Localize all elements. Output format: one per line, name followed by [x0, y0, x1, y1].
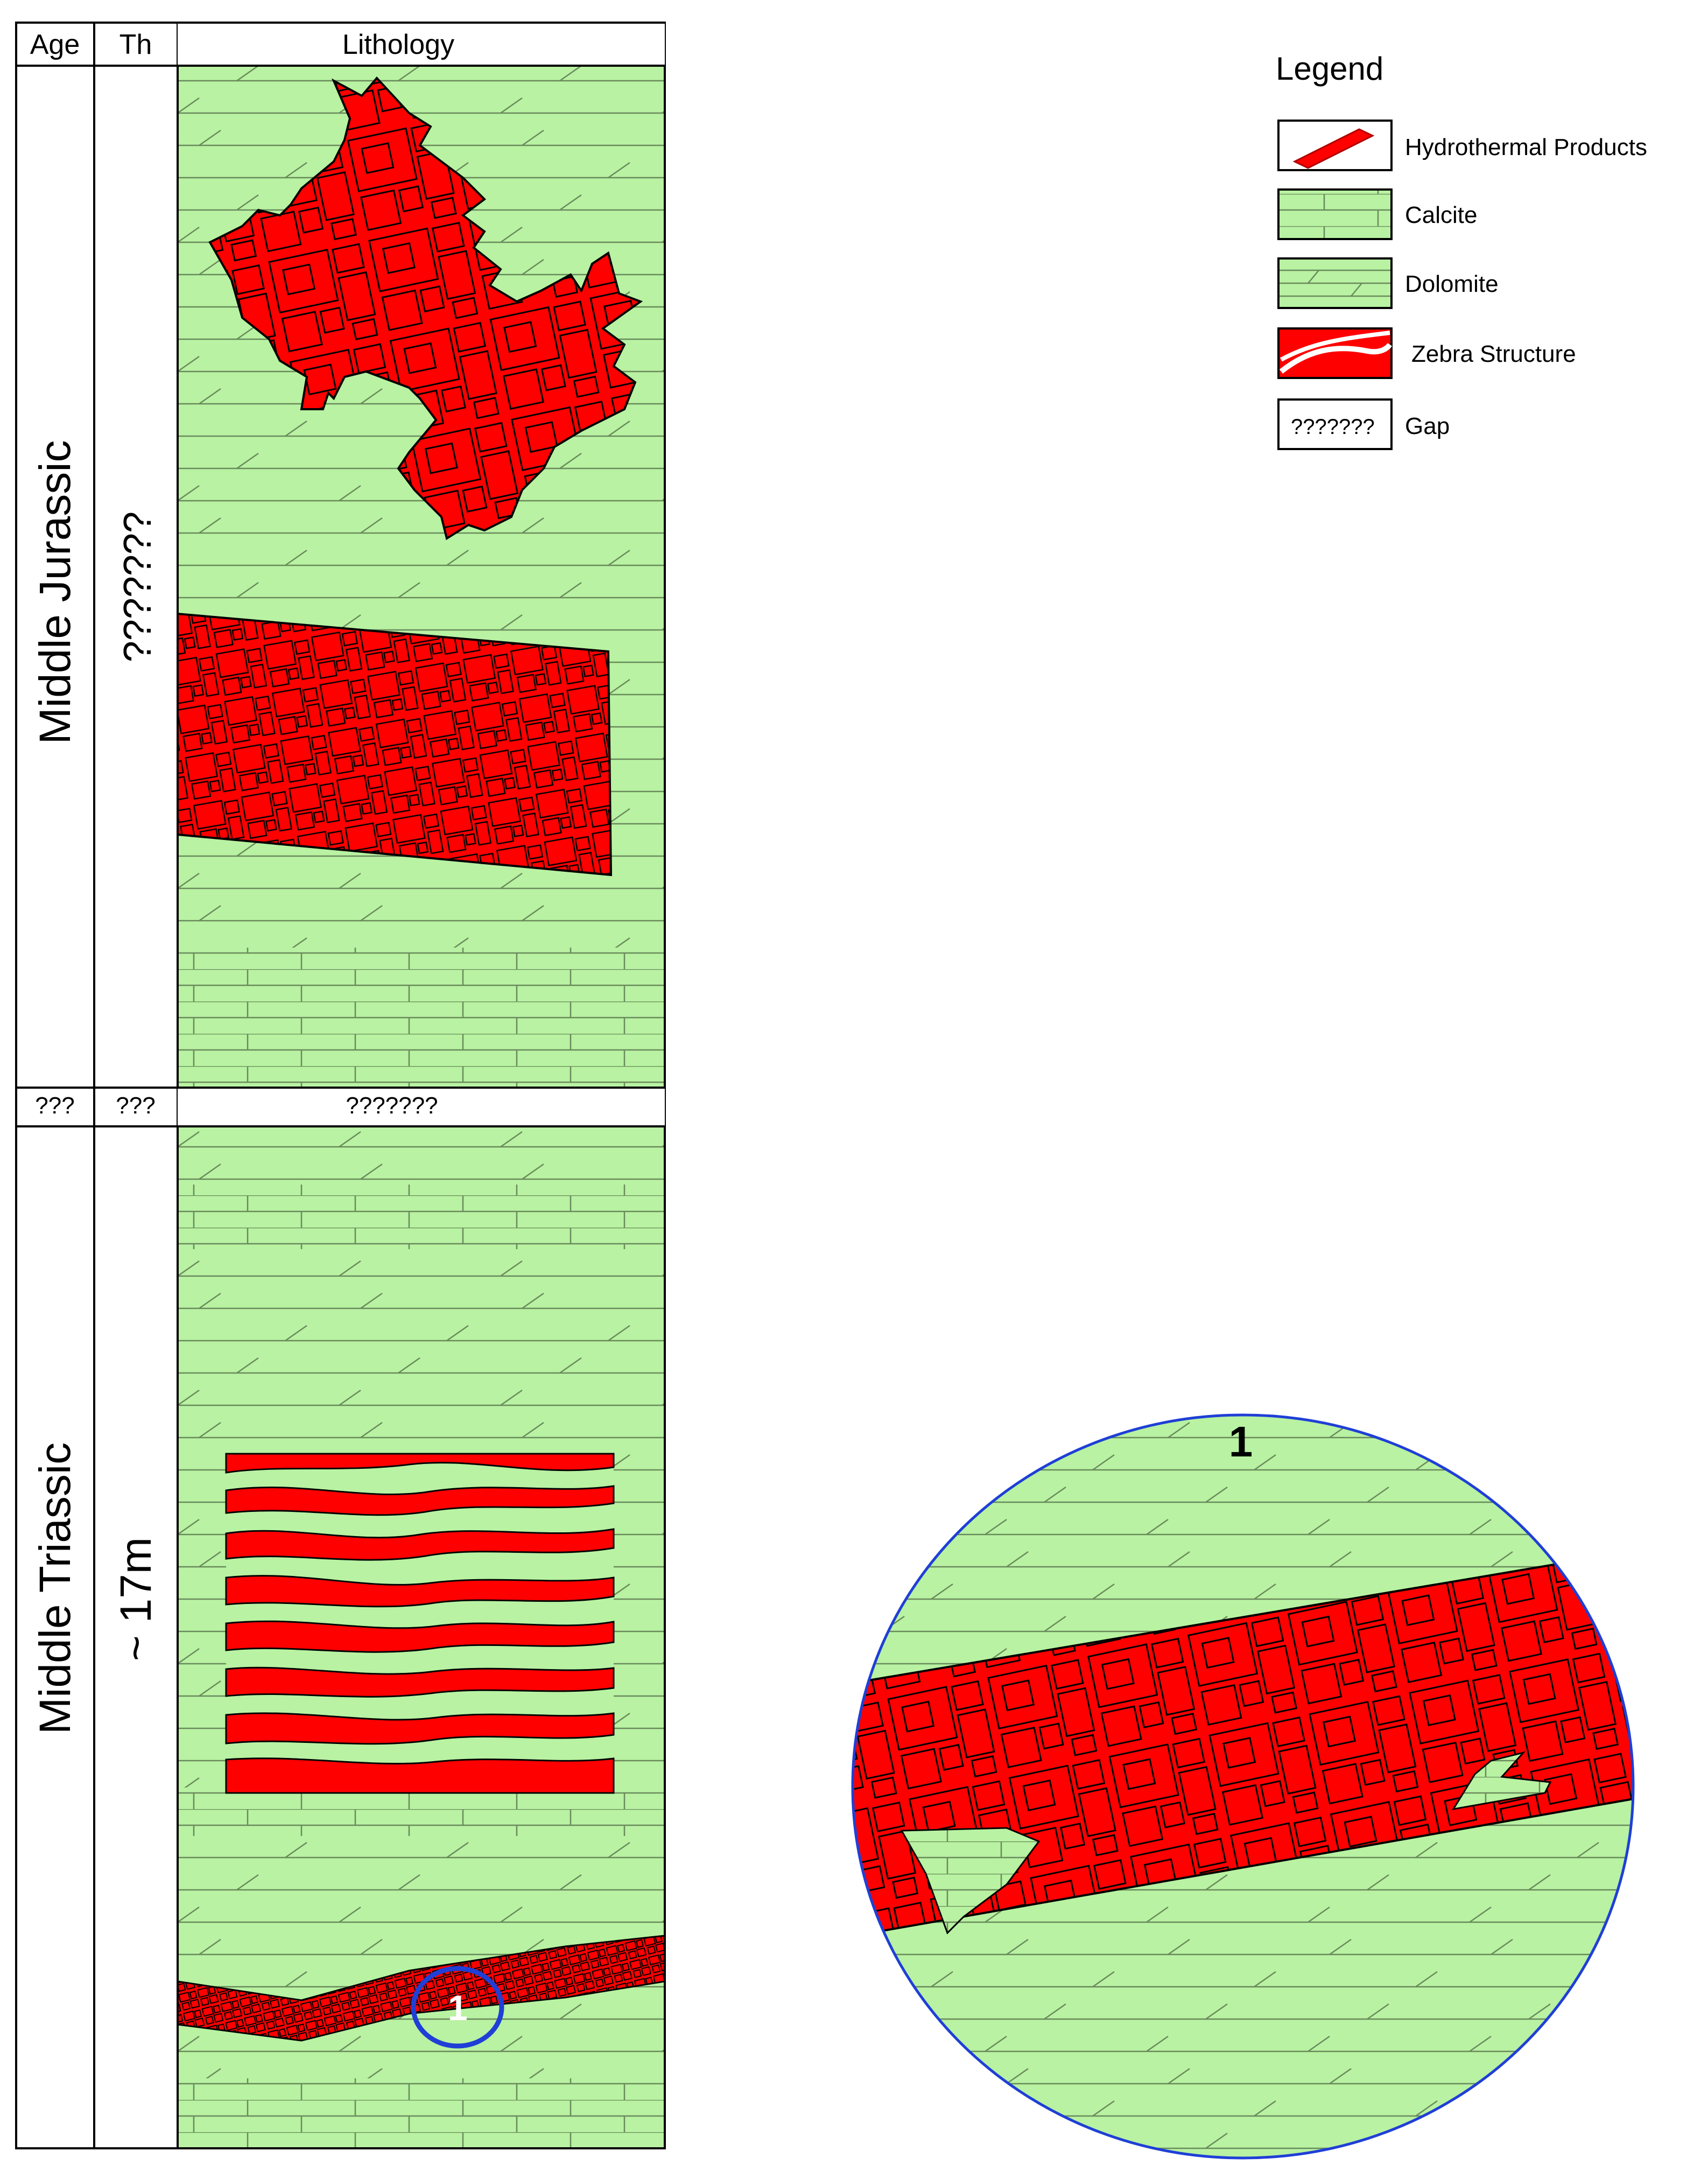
- legend: Legend Hydrothermal Products Calcite Dol…: [1276, 51, 1647, 450]
- block-breccia-layer: [177, 612, 613, 877]
- gap-lithology: ???????: [346, 1092, 438, 1119]
- gap-swatch: [1277, 398, 1393, 450]
- callout-number: 1: [448, 1988, 468, 2028]
- legend-item-hydrothermal: Hydrothermal Products: [1277, 120, 1647, 171]
- legend-label-dolomite: Dolomite: [1405, 271, 1499, 297]
- legend-label-hydrothermal: Hydrothermal Products: [1405, 134, 1647, 160]
- legend-item-calcite: Calcite: [1277, 188, 1478, 240]
- inset-calcite-clast-right: [1451, 1751, 1552, 1811]
- calcite-band-lower-2: [178, 1788, 665, 1836]
- strat-column: 1 Age Th Lithology ??? ??? ??????? Middl…: [15, 22, 666, 2149]
- header-lithology: Lithology: [342, 29, 454, 60]
- inset-outline: [851, 1413, 1635, 2160]
- calcite-band-upper: [178, 948, 665, 1088]
- header-age: Age: [30, 29, 80, 60]
- inset-detail: 1: [851, 1413, 1635, 2160]
- gap-swatch-text: ???????: [1291, 415, 1375, 439]
- inset-number: 1: [1229, 1418, 1253, 1466]
- thickness-lower: ~ 17m: [111, 1537, 160, 1661]
- legend-item-dolomite: Dolomite: [1277, 257, 1499, 309]
- callout-circle: [411, 1966, 504, 2049]
- thickness-upper: ???????: [116, 512, 159, 662]
- legend-title: Legend: [1276, 51, 1383, 87]
- age-middle-jurassic: Middle Jurassic: [31, 440, 80, 744]
- legend-label-zebra: Zebra Structure: [1411, 341, 1576, 367]
- header-thickness: Th: [120, 29, 152, 60]
- zebra-structure: [225, 1453, 615, 1794]
- age-middle-triassic: Middle Triassic: [31, 1442, 80, 1734]
- calcite-swatch: [1277, 188, 1393, 240]
- gap-thickness: ???: [116, 1092, 155, 1119]
- legend-item-zebra: Zebra Structure: [1277, 327, 1576, 379]
- legend-item-gap: ??????? Gap: [1277, 398, 1450, 450]
- calcite-band-lower-1: [178, 1185, 665, 1249]
- legend-label-calcite: Calcite: [1405, 202, 1478, 228]
- hydrothermal-breccia-body: [208, 76, 643, 541]
- calcite-band-lower-3: [178, 2078, 665, 2148]
- gap-age: ???: [35, 1092, 74, 1119]
- inset-calcite-clast-left: [900, 1827, 1041, 1935]
- legend-label-gap: Gap: [1405, 413, 1450, 439]
